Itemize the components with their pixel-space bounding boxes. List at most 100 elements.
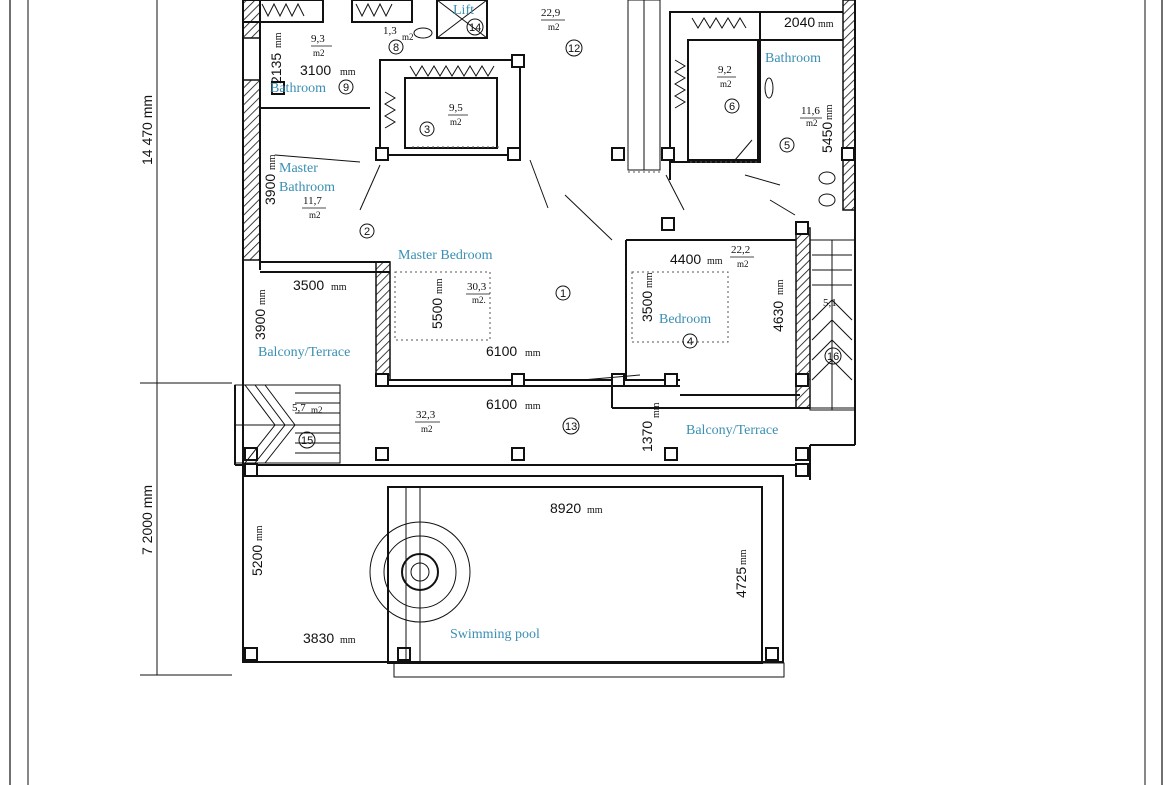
unit-1: m2. (472, 295, 486, 305)
num-14: 14 (469, 22, 481, 34)
num-15: 15 (301, 435, 313, 447)
unit-2: m2 (309, 210, 321, 220)
dim-2040: 2040 (784, 14, 815, 30)
num-12: 12 (568, 43, 580, 55)
area-6: 9,2 (718, 64, 732, 76)
side-dimension-line (140, 0, 232, 676)
dim-6100-terrace: 6100 (486, 396, 517, 412)
num-13: 13 (565, 421, 577, 433)
page-frame (9, 0, 1163, 785)
num-1: 1 (560, 288, 566, 300)
dim-5500: 5500 (429, 298, 445, 329)
area-12: 22,9 (541, 7, 561, 19)
num-4: 4 (687, 336, 693, 348)
stair-15 (234, 384, 341, 464)
label-lift: Lift (453, 3, 474, 18)
area-16: 5,1 (823, 297, 837, 309)
unit-3900-balc: mm (257, 289, 268, 305)
dim-8920: 8920 (550, 500, 581, 516)
unit-6100-master: mm (525, 348, 541, 359)
stair-16 (809, 239, 856, 411)
area-9: 9,3 (311, 33, 325, 45)
area-2: 11,7 (303, 195, 322, 207)
dim-3500-balc: 3500 (293, 277, 324, 293)
label-bathroom-right: Bathroom (765, 51, 821, 66)
unit-3500-balc: mm (331, 282, 347, 293)
label-master: Master (279, 161, 318, 176)
bed-zone-master (394, 271, 491, 341)
num-9: 9 (343, 82, 349, 94)
area-8: 1,3 (383, 25, 397, 37)
area-4: 22,2 (731, 244, 750, 256)
unit-13: m2 (421, 424, 433, 434)
area-13: 32,3 (416, 409, 436, 421)
unit-5500: mm (434, 278, 445, 294)
sink-icon (764, 77, 774, 99)
area-5: 11,6 (801, 105, 820, 117)
unit-3900-bath: mm (267, 154, 278, 170)
bed-zone-bedroom (631, 271, 729, 343)
toilet-icon-3 (413, 27, 433, 39)
unit-3830: mm (340, 635, 356, 646)
label-balcony-left: Balcony/Terrace (258, 345, 350, 360)
unit-4: m2 (737, 259, 749, 269)
num-16: 16 (827, 351, 839, 363)
unit-12: m2 (548, 22, 560, 32)
unit-3500-bed: mm (644, 272, 655, 288)
unit-3100: mm (340, 67, 356, 78)
label-balcony-right: Balcony/Terrace (686, 423, 778, 438)
unit-5450: mm (824, 104, 835, 120)
area-1: 30,3 (467, 281, 487, 293)
area-15: 5,7 (292, 402, 306, 414)
dim-3830: 3830 (303, 630, 334, 646)
door-swings (274, 139, 796, 381)
unit-6100-terrace: mm (525, 401, 541, 412)
unit-2040: mm (818, 19, 834, 30)
dim-4630: 4630 (770, 301, 786, 332)
label-bathroom-9: Bathroom (270, 81, 326, 96)
num-6: 6 (729, 101, 735, 113)
dim-4400: 4400 (670, 251, 701, 267)
label-master-bathroom: Bathroom (279, 180, 335, 195)
jacuzzi-icon (369, 521, 471, 623)
num-5: 5 (784, 140, 790, 152)
unit-5200: mm (254, 525, 265, 541)
unit-4400: mm (707, 256, 723, 267)
unit-8920: mm (587, 505, 603, 516)
unit-1370: mm (651, 402, 662, 418)
toilet-icon (818, 171, 836, 185)
dim-4725: 4725 (733, 567, 749, 598)
unit-9: m2 (313, 48, 325, 58)
area-3: 9,5 (449, 102, 463, 114)
num-2: 2 (364, 226, 370, 238)
unit-4725: mm (738, 549, 749, 565)
unit-8: m2 (402, 32, 414, 42)
unit-15: m2 (311, 405, 323, 415)
dim-6100-master: 6100 (486, 343, 517, 359)
pool-area (242, 475, 785, 678)
dim-3900-balc: 3900 (252, 309, 268, 340)
dim-3900-bath: 3900 (262, 174, 278, 205)
label-master-bedroom: Master Bedroom (398, 248, 493, 263)
unit-5: m2 (806, 118, 818, 128)
dim-3100: 3100 (300, 62, 331, 78)
wardrobe-hatching (261, 2, 747, 129)
dim-upper-label: 14 470 mm (139, 95, 155, 165)
dim-2135: 2135 (268, 53, 284, 84)
unit-2135: mm (273, 32, 284, 48)
toilet-icon-2 (818, 193, 836, 207)
dim-5450: 5450 (819, 122, 835, 153)
columns (244, 54, 855, 661)
label-bedroom: Bedroom (659, 312, 711, 327)
label-swimming-pool: Swimming pool (450, 627, 540, 642)
dim-1370: 1370 (639, 421, 655, 452)
unit-4630: mm (775, 279, 786, 295)
dim-5200: 5200 (249, 545, 265, 576)
dim-lower-label: 7 2000 mm (139, 485, 155, 555)
unit-3: m2 (450, 117, 462, 127)
num-3: 3 (424, 124, 430, 136)
dim-3500-bed: 3500 (639, 291, 655, 322)
num-8: 8 (393, 42, 399, 54)
unit-6: m2 (720, 79, 732, 89)
